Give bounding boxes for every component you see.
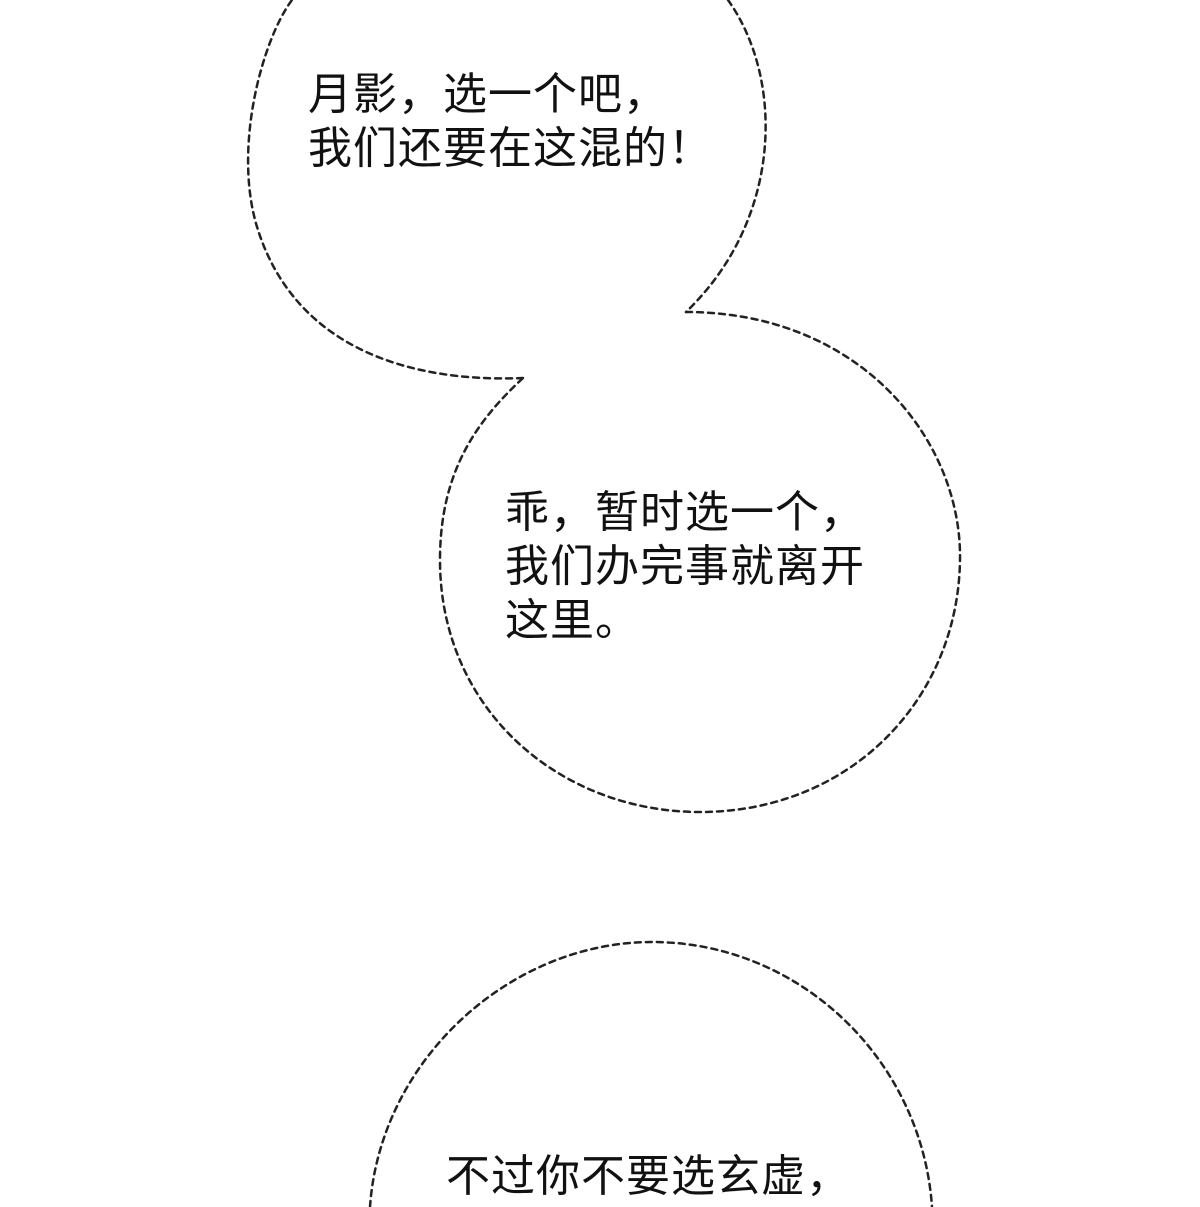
bubble-1-line-1: 月影，选一个吧， bbox=[308, 69, 668, 120]
speech-bubble-3-text: 不过你不要选玄虚， bbox=[446, 1150, 851, 1204]
bubble-2-line-2: 我们办完事就离开 bbox=[505, 541, 865, 592]
bubble-1-line-2: 我们还要在这混的！ bbox=[308, 123, 713, 174]
speech-bubble-1-text: 月影，选一个吧， 我们还要在这混的！ bbox=[308, 68, 713, 176]
speech-bubble-2-outline bbox=[438, 310, 962, 814]
speech-bubble-3-outline bbox=[368, 940, 934, 1207]
bubble-2-line-3: 这里。 bbox=[505, 595, 640, 646]
speech-bubble-2-text: 乖，暂时选一个， 我们办完事就离开 这里。 bbox=[505, 486, 865, 648]
bubble-2-line-1: 乖，暂时选一个， bbox=[505, 487, 865, 538]
bubble-3-line-1: 不过你不要选玄虚， bbox=[446, 1151, 851, 1202]
speech-bubble-1-outline bbox=[246, 0, 767, 380]
